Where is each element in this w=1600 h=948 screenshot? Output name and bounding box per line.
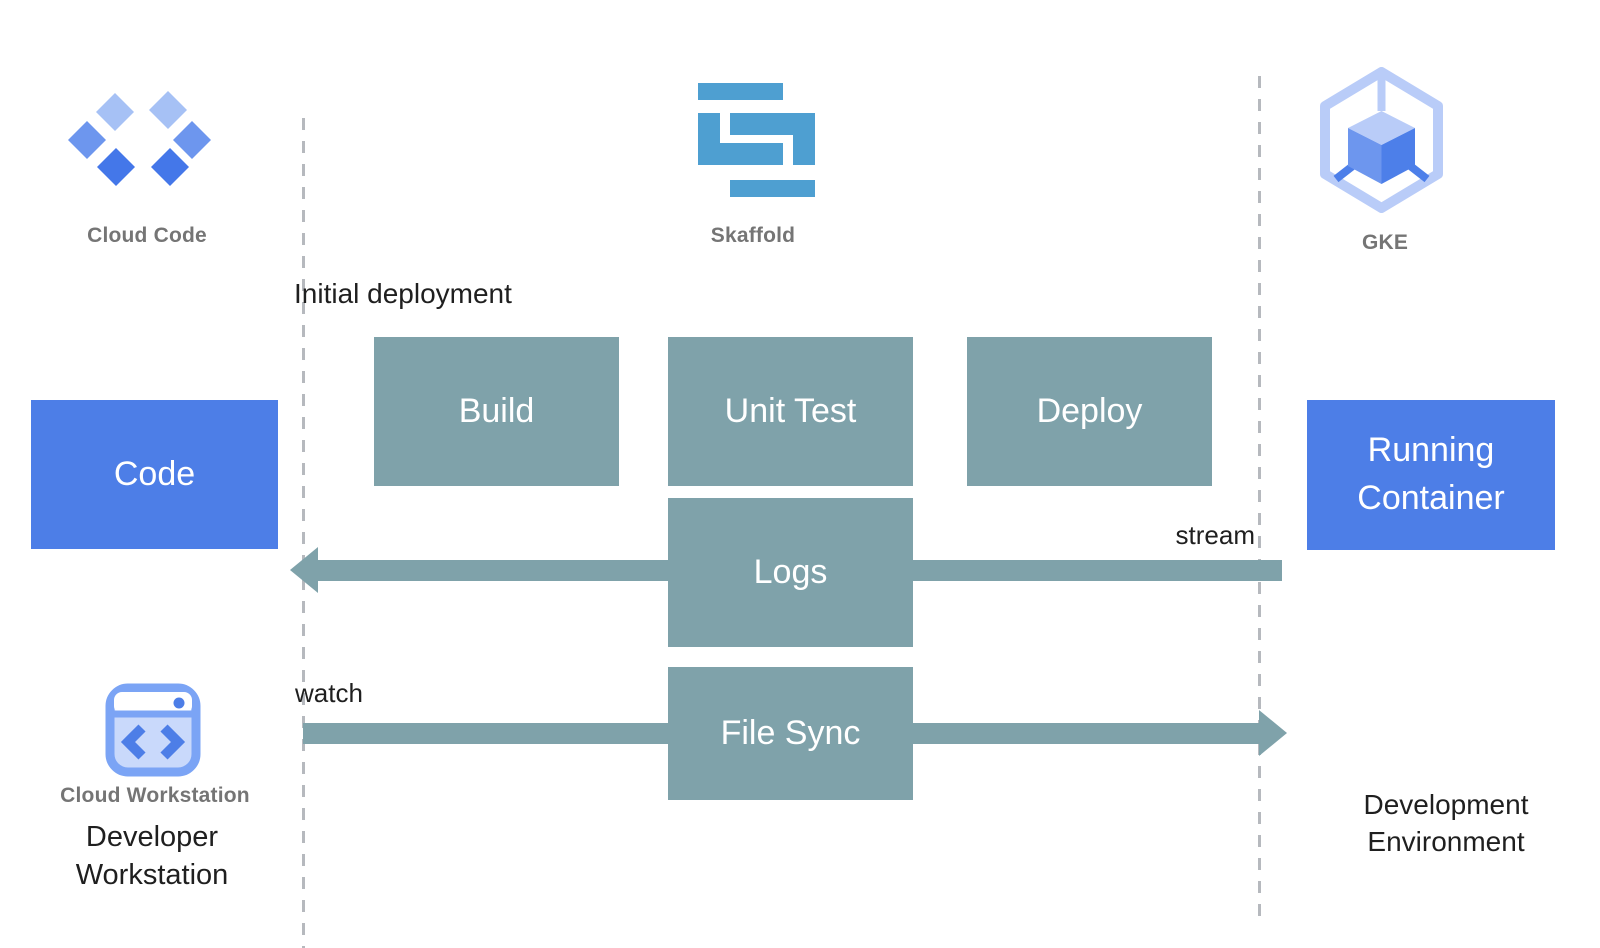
build-node: Build bbox=[374, 337, 619, 486]
cloud-workstation-label: Cloud Workstation bbox=[60, 784, 250, 807]
logs-node: Logs bbox=[668, 498, 913, 647]
logs-stream-arrowhead-left bbox=[290, 547, 318, 593]
deploy-node: Deploy bbox=[967, 337, 1212, 486]
file-sync-node: File Sync bbox=[668, 667, 913, 800]
environment-boundary-dashed-line bbox=[1258, 76, 1261, 922]
workstation-boundary-dashed-line bbox=[302, 118, 305, 948]
skaffold-label: Skaffold bbox=[710, 224, 796, 247]
gke-icon bbox=[1320, 67, 1443, 218]
cloud-code-icon bbox=[67, 88, 217, 193]
developer-workstation-label: Developer Workstation bbox=[75, 821, 229, 891]
running-container-node: Running Container bbox=[1307, 400, 1555, 550]
cloud-code-label: Cloud Code bbox=[87, 224, 207, 247]
file-sync-arrowhead-right bbox=[1259, 710, 1287, 756]
development-environment-label: Development Environment bbox=[1363, 789, 1529, 857]
code-node: Code bbox=[31, 400, 278, 549]
cloud-workstation-icon bbox=[105, 683, 201, 782]
skaffold-icon bbox=[698, 83, 815, 202]
initial-deployment-label: Initial deployment bbox=[294, 278, 512, 309]
watch-label: watch bbox=[295, 678, 363, 708]
gke-label: GKE bbox=[1361, 231, 1409, 254]
unit-test-node: Unit Test bbox=[668, 337, 913, 486]
stream-label: stream bbox=[1175, 520, 1255, 550]
